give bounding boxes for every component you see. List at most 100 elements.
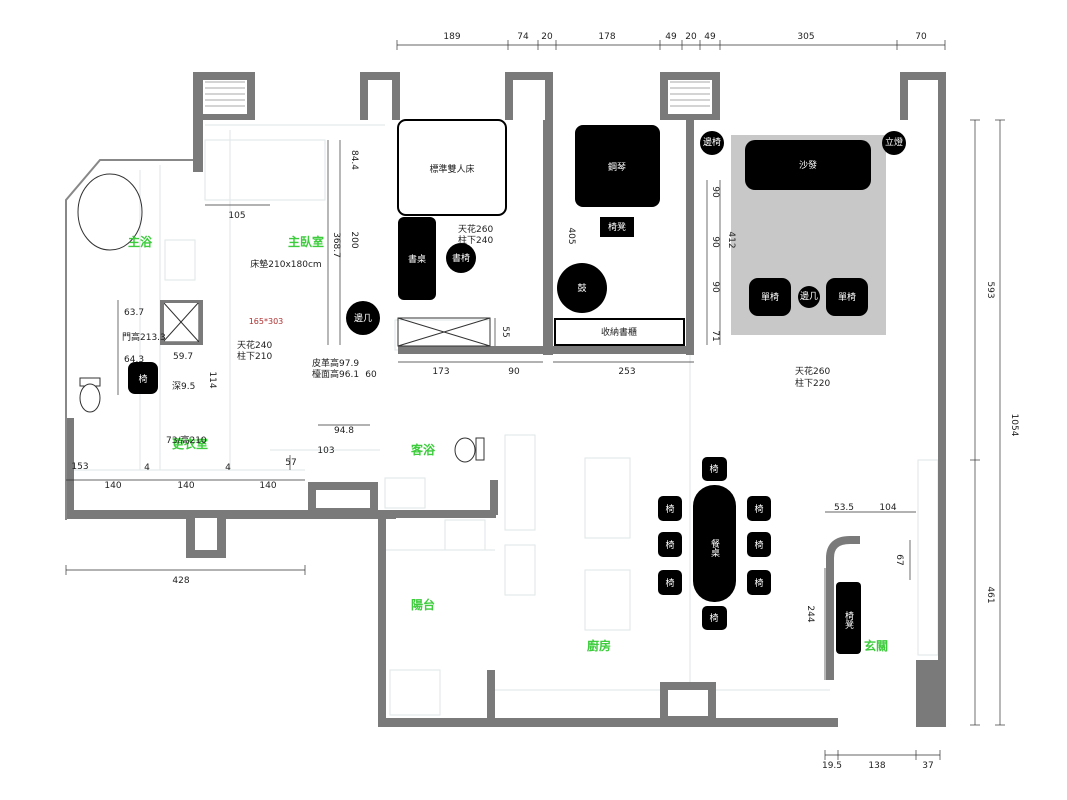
dining-chair[interactable]: 椅	[702, 606, 727, 630]
furniture-storage-cabinet[interactable]: 收納書櫃	[554, 318, 685, 346]
bench-label: 椅凳	[843, 610, 854, 630]
piano-label: 鋼琴	[608, 161, 626, 173]
dim-90a: 90	[710, 186, 720, 198]
note-closet-height: 73/高210	[166, 434, 207, 446]
toilet-master	[79, 377, 101, 413]
dim-top-1: 189	[443, 32, 460, 42]
furniture-corner-chair-left[interactable]: 邊椅	[700, 131, 724, 155]
dim-top-2: 74	[517, 32, 529, 42]
dimension-labels: 189 74 20 178 49 20 49 305 70 593 461 10…	[71, 32, 1019, 771]
room-labels: 主浴 主臥室 更衣室 客浴 陽台 廚房 玄關	[128, 234, 888, 653]
desk-label: 書桌	[408, 253, 426, 265]
dining-chair-label: 椅	[754, 577, 763, 589]
dining-chair-label: 椅	[709, 612, 718, 624]
dining-chair-label: 椅	[709, 463, 718, 475]
furniture-bed[interactable]: 標準雙人床	[397, 119, 507, 216]
dim-140b: 140	[177, 481, 194, 491]
room-label-entrance: 玄關	[864, 638, 888, 653]
dim-55: 55	[500, 326, 510, 337]
furniture-desk[interactable]: 書桌	[398, 217, 436, 300]
note-beam-master: 柱下210	[237, 350, 272, 362]
wall-window-hatch	[205, 81, 710, 107]
note-beam-room2: 柱下240	[458, 234, 493, 246]
dining-chair-label: 椅	[665, 577, 674, 589]
note-mattress: 床墊210x180cm	[250, 258, 321, 270]
note-door-height: 門高213.3	[122, 331, 166, 343]
dim-114: 114	[207, 371, 217, 388]
note-ceiling-room2: 天花260	[458, 223, 493, 235]
bathtub	[77, 173, 143, 251]
furniture-piano-stool[interactable]: 椅凳	[600, 217, 634, 237]
furniture-bench[interactable]: 椅凳	[836, 582, 861, 654]
dim-53-5: 53.5	[834, 503, 854, 513]
notes: 床墊210x180cm 165*303 天花240 柱下210 天花260 柱下…	[122, 223, 830, 446]
wall-insets	[195, 80, 938, 716]
note-ceiling-master: 天花240	[237, 339, 272, 351]
dining-chair[interactable]: 椅	[702, 457, 727, 481]
dim-90c: 90	[710, 281, 720, 293]
dining-chair[interactable]: 椅	[658, 532, 682, 557]
armchair-right-label: 單椅	[838, 291, 856, 303]
bath-chair-label: 椅	[138, 373, 147, 385]
furniture-armchair-left[interactable]: 單椅	[749, 278, 791, 316]
sofa-label: 沙發	[799, 159, 817, 171]
dim-200: 200	[349, 231, 359, 248]
dining-chair[interactable]: 椅	[747, 532, 771, 557]
furniture-side-table[interactable]: 邊几	[346, 301, 380, 335]
dim-405: 405	[566, 227, 576, 244]
dim-right-lower: 461	[985, 586, 995, 603]
dim-4a: 4	[144, 463, 150, 473]
drum-label: 鼓	[577, 282, 586, 294]
column-outline	[160, 300, 203, 345]
dim-104: 104	[879, 503, 896, 513]
piano-stool-label: 椅凳	[608, 221, 626, 233]
armchair-left-label: 單椅	[761, 291, 779, 303]
furniture-sofa[interactable]: 沙發	[745, 140, 871, 190]
dim-153: 153	[71, 462, 88, 472]
dim-105: 105	[228, 211, 245, 221]
dim-top-7: 49	[704, 32, 716, 42]
furniture-desk-chair[interactable]: 書椅	[446, 243, 476, 273]
dim-140a: 140	[104, 481, 121, 491]
dining-chairs[interactable]: 椅 椅 椅 椅 椅 椅 椅 椅	[658, 457, 771, 630]
dim-right-outer: 1054	[1009, 414, 1019, 437]
dining-chair[interactable]: 椅	[747, 496, 771, 521]
small-table-label: 邊几	[800, 290, 818, 302]
dimension-lines	[65, 40, 1005, 760]
dim-top-6: 20	[685, 32, 697, 42]
furniture-armchair-right[interactable]: 單椅	[826, 278, 868, 316]
dim-57: 57	[285, 458, 296, 468]
side-table-label: 邊几	[354, 312, 372, 324]
dining-chair[interactable]: 椅	[658, 570, 682, 595]
dim-bottom-left: 428	[172, 576, 189, 586]
toilet-guest	[454, 437, 485, 463]
room-label-kitchen: 廚房	[587, 638, 611, 653]
dim-top-8: 305	[797, 32, 814, 42]
dim-368-7: 368.7	[331, 232, 341, 258]
dining-chair[interactable]: 椅	[658, 496, 682, 521]
dim-173: 173	[432, 367, 449, 377]
dining-chair-label: 椅	[665, 503, 674, 515]
dim-right-upper: 593	[985, 281, 995, 298]
dim-64-3: 64.3	[124, 355, 144, 365]
furniture-piano[interactable]: 鋼琴	[575, 125, 660, 207]
furniture-bath-chair[interactable]: 椅	[128, 362, 158, 394]
dim-94-8: 94.8	[334, 426, 354, 436]
dim-90-bottom: 90	[508, 367, 520, 377]
note-leather-height: 皮革高97.9	[312, 357, 359, 369]
dim-bottom-right-1: 19.5	[822, 761, 842, 771]
furniture-small-table[interactable]: 邊几	[798, 286, 820, 308]
furniture-drum[interactable]: 鼓	[557, 263, 607, 313]
furniture-dining-table[interactable]: 餐桌	[693, 485, 736, 602]
furniture-corner-chair-right[interactable]: 立燈	[882, 131, 906, 155]
note-depth: 深9.5	[172, 381, 195, 392]
dim-103: 103	[317, 446, 334, 456]
dim-59-7: 59.7	[173, 352, 193, 362]
dim-71: 71	[710, 330, 720, 341]
dim-top-4: 178	[598, 32, 615, 42]
dim-84-4: 84.4	[349, 150, 359, 170]
dim-67: 67	[894, 554, 904, 565]
dining-chair[interactable]: 椅	[747, 570, 771, 595]
dim-bottom-right-2: 138	[868, 761, 885, 771]
